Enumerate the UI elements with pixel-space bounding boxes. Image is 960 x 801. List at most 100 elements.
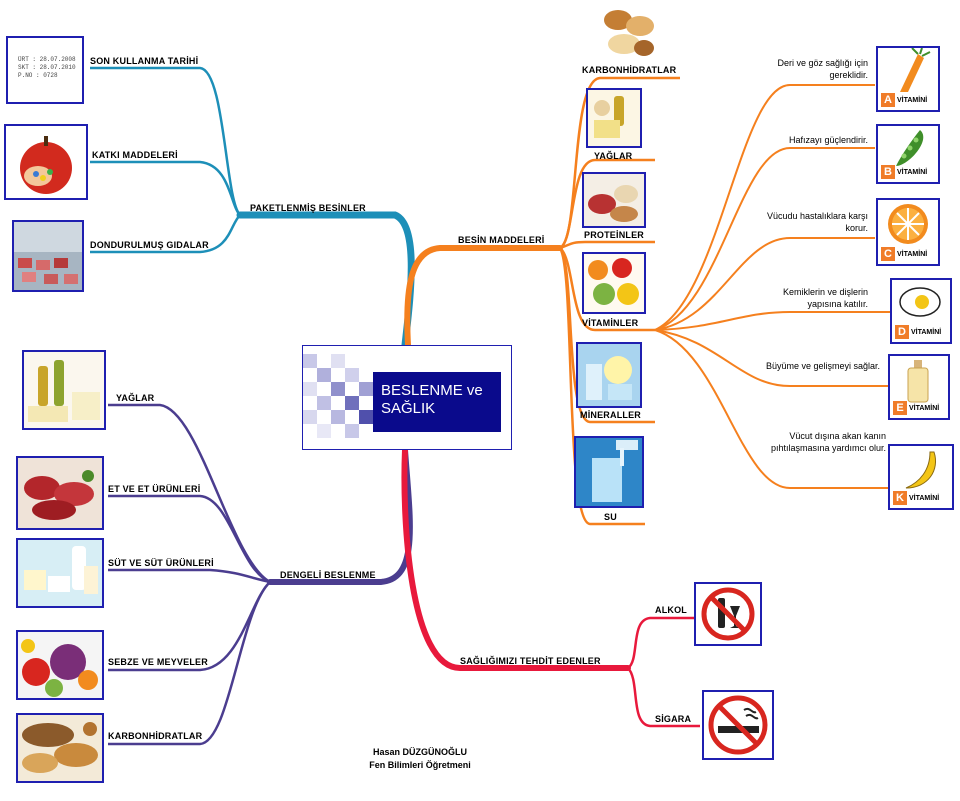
item-sigara: SİGARA (655, 714, 692, 724)
item-vitaminler: VİTAMİNLER (582, 318, 639, 328)
bread-icon (18, 715, 102, 781)
branch-label-paketlenmis: PAKETLENMİŞ BESİNLER (250, 203, 366, 213)
item-dondurulmus: DONDURULMUŞ GIDALAR (90, 240, 209, 250)
vitamin-b-desc: Hafızayı güçlendirir. (788, 135, 868, 145)
vitamin-d-word: VİTAMİNİ (911, 328, 942, 336)
carrot-icon (900, 48, 931, 92)
proteins-picture (582, 172, 646, 228)
fats-picture (586, 88, 642, 148)
branch-besin-main (404, 245, 563, 348)
vegetables-icon (18, 632, 102, 698)
vitamin-e-word: VİTAMİNİ (909, 404, 940, 412)
expiry-label-picture: ÜRT : 28.07.2008 SKT : 28.07.2010 P.NO :… (6, 36, 84, 104)
branch-et (108, 494, 271, 584)
proteins-icon (584, 174, 644, 226)
branch-su (558, 247, 645, 526)
vitamin-d-badge: D VİTAMİNİ (895, 325, 941, 339)
oils-picture (22, 350, 106, 430)
branch-sigara (626, 667, 700, 728)
water-glass-icon (576, 438, 642, 506)
branch-dondurulmus (90, 214, 241, 254)
vitamin-a-letter: A (881, 93, 895, 107)
branch-sut (108, 568, 271, 584)
branch-vit-e (654, 329, 888, 387)
vitamin-c-box: C VİTAMİNİ (876, 198, 940, 266)
center-checker-decoration (303, 354, 373, 438)
additive-apple-picture (4, 124, 88, 200)
vitamin-e-box: E VİTAMİNİ (888, 354, 950, 420)
item-alkol: ALKOL (655, 605, 687, 615)
vitamin-c-word: VİTAMİNİ (897, 250, 928, 258)
vitamins-fruits-picture (582, 252, 646, 314)
freezer-icon (14, 222, 82, 290)
vitamin-k-badge: K VİTAMİNİ (893, 491, 939, 505)
branch-proteinler (559, 240, 655, 250)
item-yaglar-left: YAĞLAR (116, 393, 155, 403)
item-su: SU (604, 512, 617, 522)
branch-vitaminler (559, 247, 655, 332)
vitamin-d-letter: D (895, 325, 909, 339)
vitamin-k-word: VİTAMİNİ (909, 494, 940, 502)
branch-vit-a (654, 84, 875, 331)
no-alcohol-icon (701, 587, 755, 641)
branch-label-dengeli: DENGELİ BESLENME (280, 570, 376, 580)
water-picture (574, 436, 644, 508)
vitamin-a-box: A VİTAMİNİ (876, 46, 940, 112)
item-yaglar-right: YAĞLAR (594, 151, 633, 161)
branch-yaglar-right (559, 158, 655, 250)
oil-bottles-icon (24, 352, 104, 428)
vitamin-d-desc: Kemiklerin ve dişlerin yapısına katılır. (782, 287, 868, 309)
oil-bottle-icon (907, 360, 929, 403)
item-sebze: SEBZE VE MEYVELER (108, 657, 208, 667)
vitamin-c-desc: Vücudu hastalıklara karşı korur. (766, 211, 868, 233)
vitamin-b-badge: B VİTAMİNİ (881, 165, 927, 179)
butter-icon (588, 90, 640, 146)
branch-alkol (627, 616, 695, 670)
branch-son-kullanma (90, 66, 242, 216)
expiry-line-2: SKT : 28.07.2010 (18, 64, 76, 71)
branch-vit-d (654, 311, 890, 331)
fruits-icon (584, 254, 644, 312)
vitamin-b-box: B VİTAMİNİ (876, 124, 940, 184)
banana-icon (905, 451, 936, 489)
item-proteinler: PROTEİNLER (584, 230, 645, 240)
carbs-picture (602, 4, 654, 60)
pea-pod-icon (896, 130, 924, 166)
dairy-icon (18, 540, 102, 606)
item-sut: SÜT VE SÜT ÜRÜNLERİ (108, 558, 214, 568)
vitamin-a-badge: A VİTAMİNİ (881, 93, 927, 107)
center-title: BESLENME ve SAĞLIK (373, 372, 501, 432)
vegetables-picture (16, 630, 104, 700)
vitamin-e-badge: E VİTAMİNİ (893, 401, 939, 415)
center-node: BESLENME ve SAĞLIK (302, 345, 512, 450)
item-karbon-left: KARBONHİDRATLAR (108, 731, 203, 741)
branch-dengeli-main (267, 447, 413, 585)
vitamin-b-letter: B (881, 165, 895, 179)
branch-katki (90, 160, 241, 216)
vitamin-k-letter: K (893, 491, 907, 505)
no-alcohol-sign (694, 582, 762, 646)
center-title-line2: SAĞLIK (381, 400, 436, 417)
branch-vit-b (654, 147, 875, 331)
meat-icon (18, 458, 102, 528)
vitamin-e-letter: E (893, 401, 907, 415)
bread-picture (16, 713, 104, 783)
item-katki: KATKI MADDELERİ (92, 150, 178, 160)
branch-vit-k (654, 329, 888, 489)
vitamin-c-letter: C (881, 247, 895, 261)
branch-yaglar-left (108, 403, 271, 584)
author-role: Fen Bilimleri Öğretmeni (369, 760, 471, 770)
no-smoking-sign (702, 690, 774, 760)
vitamin-b-word: VİTAMİNİ (897, 168, 928, 176)
vitamin-a-desc: Deri ve göz sağlığı için gereklidir. (777, 58, 868, 80)
branch-paketlenmis-main (236, 211, 415, 349)
vitamin-k-box: K VİTAMİNİ (888, 444, 954, 510)
frozen-food-picture (12, 220, 84, 292)
item-karbon-right: KARBONHİDRATLAR (582, 65, 677, 75)
fried-egg-icon (899, 287, 941, 317)
center-title-line1: BESLENME ve (381, 382, 483, 399)
orange-slice-icon (888, 204, 928, 244)
expiry-line-3: P.NO : 0728 (18, 72, 58, 79)
branch-karbon-left (108, 581, 271, 746)
